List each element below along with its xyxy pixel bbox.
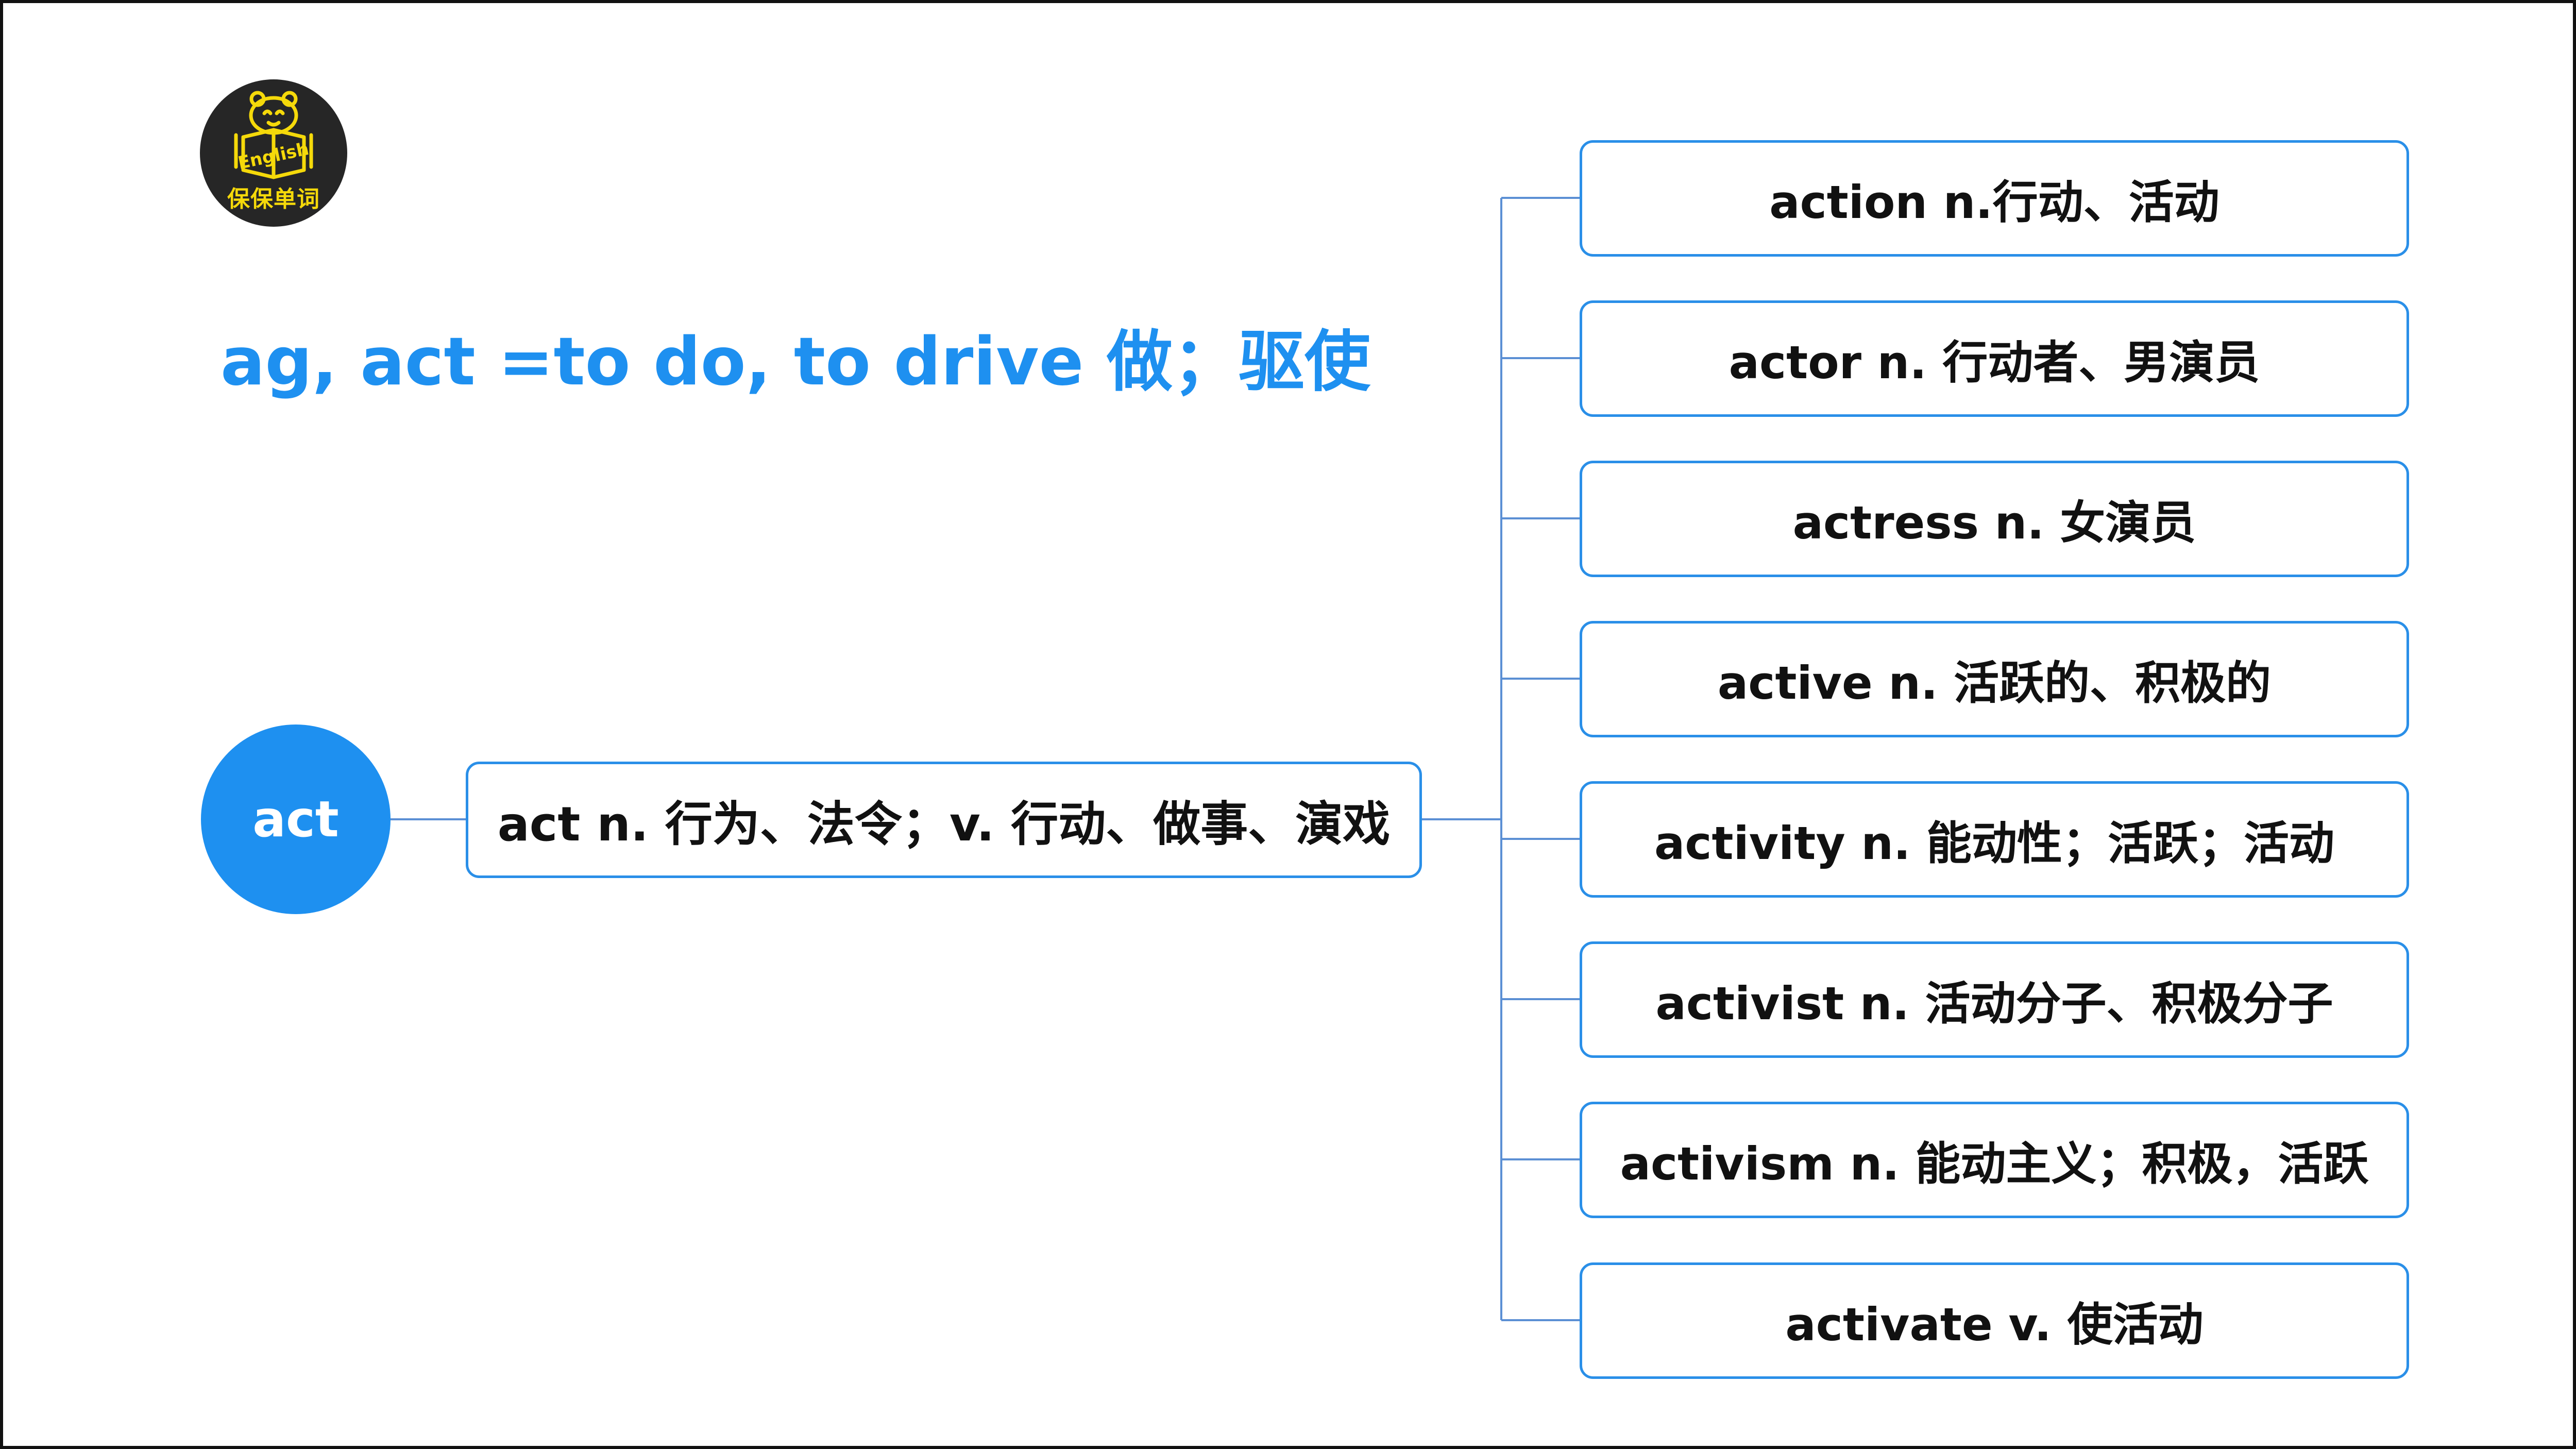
- child-node-activist: activist n. 活动分子、积极分子: [1580, 941, 2409, 1058]
- child-node-actress: actress n. 女演员: [1580, 461, 2409, 577]
- child-node-activism: activism n. 能动主义；积极，活跃: [1580, 1102, 2409, 1218]
- logo-name: 保保单词: [227, 186, 320, 212]
- page-title: ag, act =to do, to drive 做；驱使: [221, 324, 1370, 400]
- child-node-active: active n. 活跃的、积极的: [1580, 621, 2409, 737]
- child-node-activity: activity n. 能动性；活跃；活动: [1580, 781, 2409, 898]
- panda-reading-icon: English: [234, 91, 313, 179]
- child-node-activate: activate v. 使活动: [1580, 1262, 2409, 1379]
- main-definition-node: act n. 行为、法令；v. 行动、做事、演戏: [466, 762, 1422, 878]
- root-node: act: [201, 724, 391, 914]
- logo-badge: English 保保单词: [200, 79, 347, 227]
- child-node-actor: actor n. 行动者、男演员: [1580, 300, 2409, 417]
- child-node-action: action n.行动、活动: [1580, 140, 2409, 257]
